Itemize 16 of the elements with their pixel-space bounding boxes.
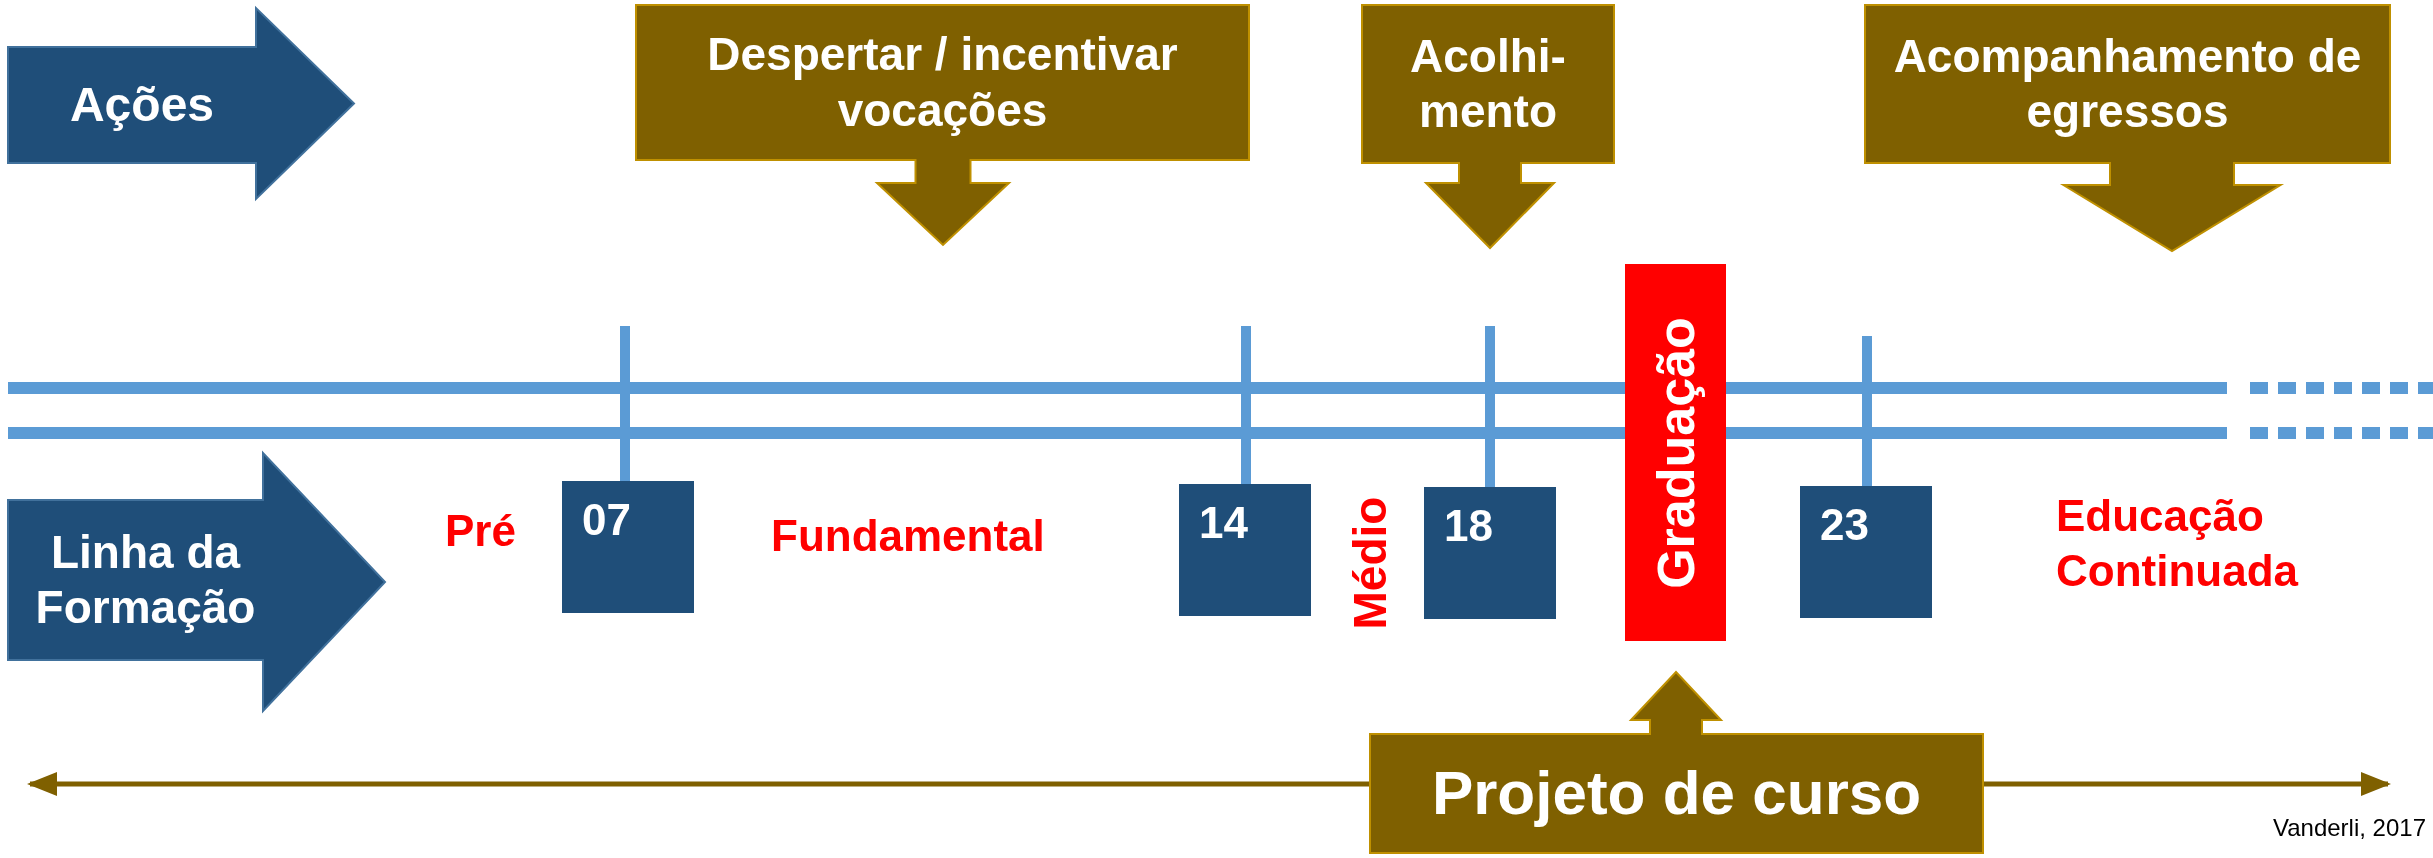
stage-label: Médio <box>1343 496 1397 629</box>
stage-label: Fundamental <box>771 510 1045 562</box>
age-marker: 18 <box>1424 487 1556 619</box>
age-marker: 14 <box>1179 484 1311 616</box>
callout-text: Acompanhamento de egressos <box>1893 29 2362 137</box>
callout-text: Despertar / incentivar vocações <box>707 28 1178 136</box>
age-marker: 07 <box>562 481 694 613</box>
stage-label: Educação Continuada <box>2056 490 2300 597</box>
callout-text: Acolhi- mento <box>1410 29 1566 137</box>
credit-text: Vanderli, 2017 <box>2273 814 2426 842</box>
callout-text: Linha da Formação <box>35 525 256 633</box>
stage-label: Graduação <box>1645 316 1706 589</box>
callout-text: Projeto de curso <box>1431 758 1922 828</box>
callout-text: Ações <box>69 78 215 132</box>
age-marker: 23 <box>1800 486 1932 618</box>
stage-label: Pré <box>445 505 516 557</box>
